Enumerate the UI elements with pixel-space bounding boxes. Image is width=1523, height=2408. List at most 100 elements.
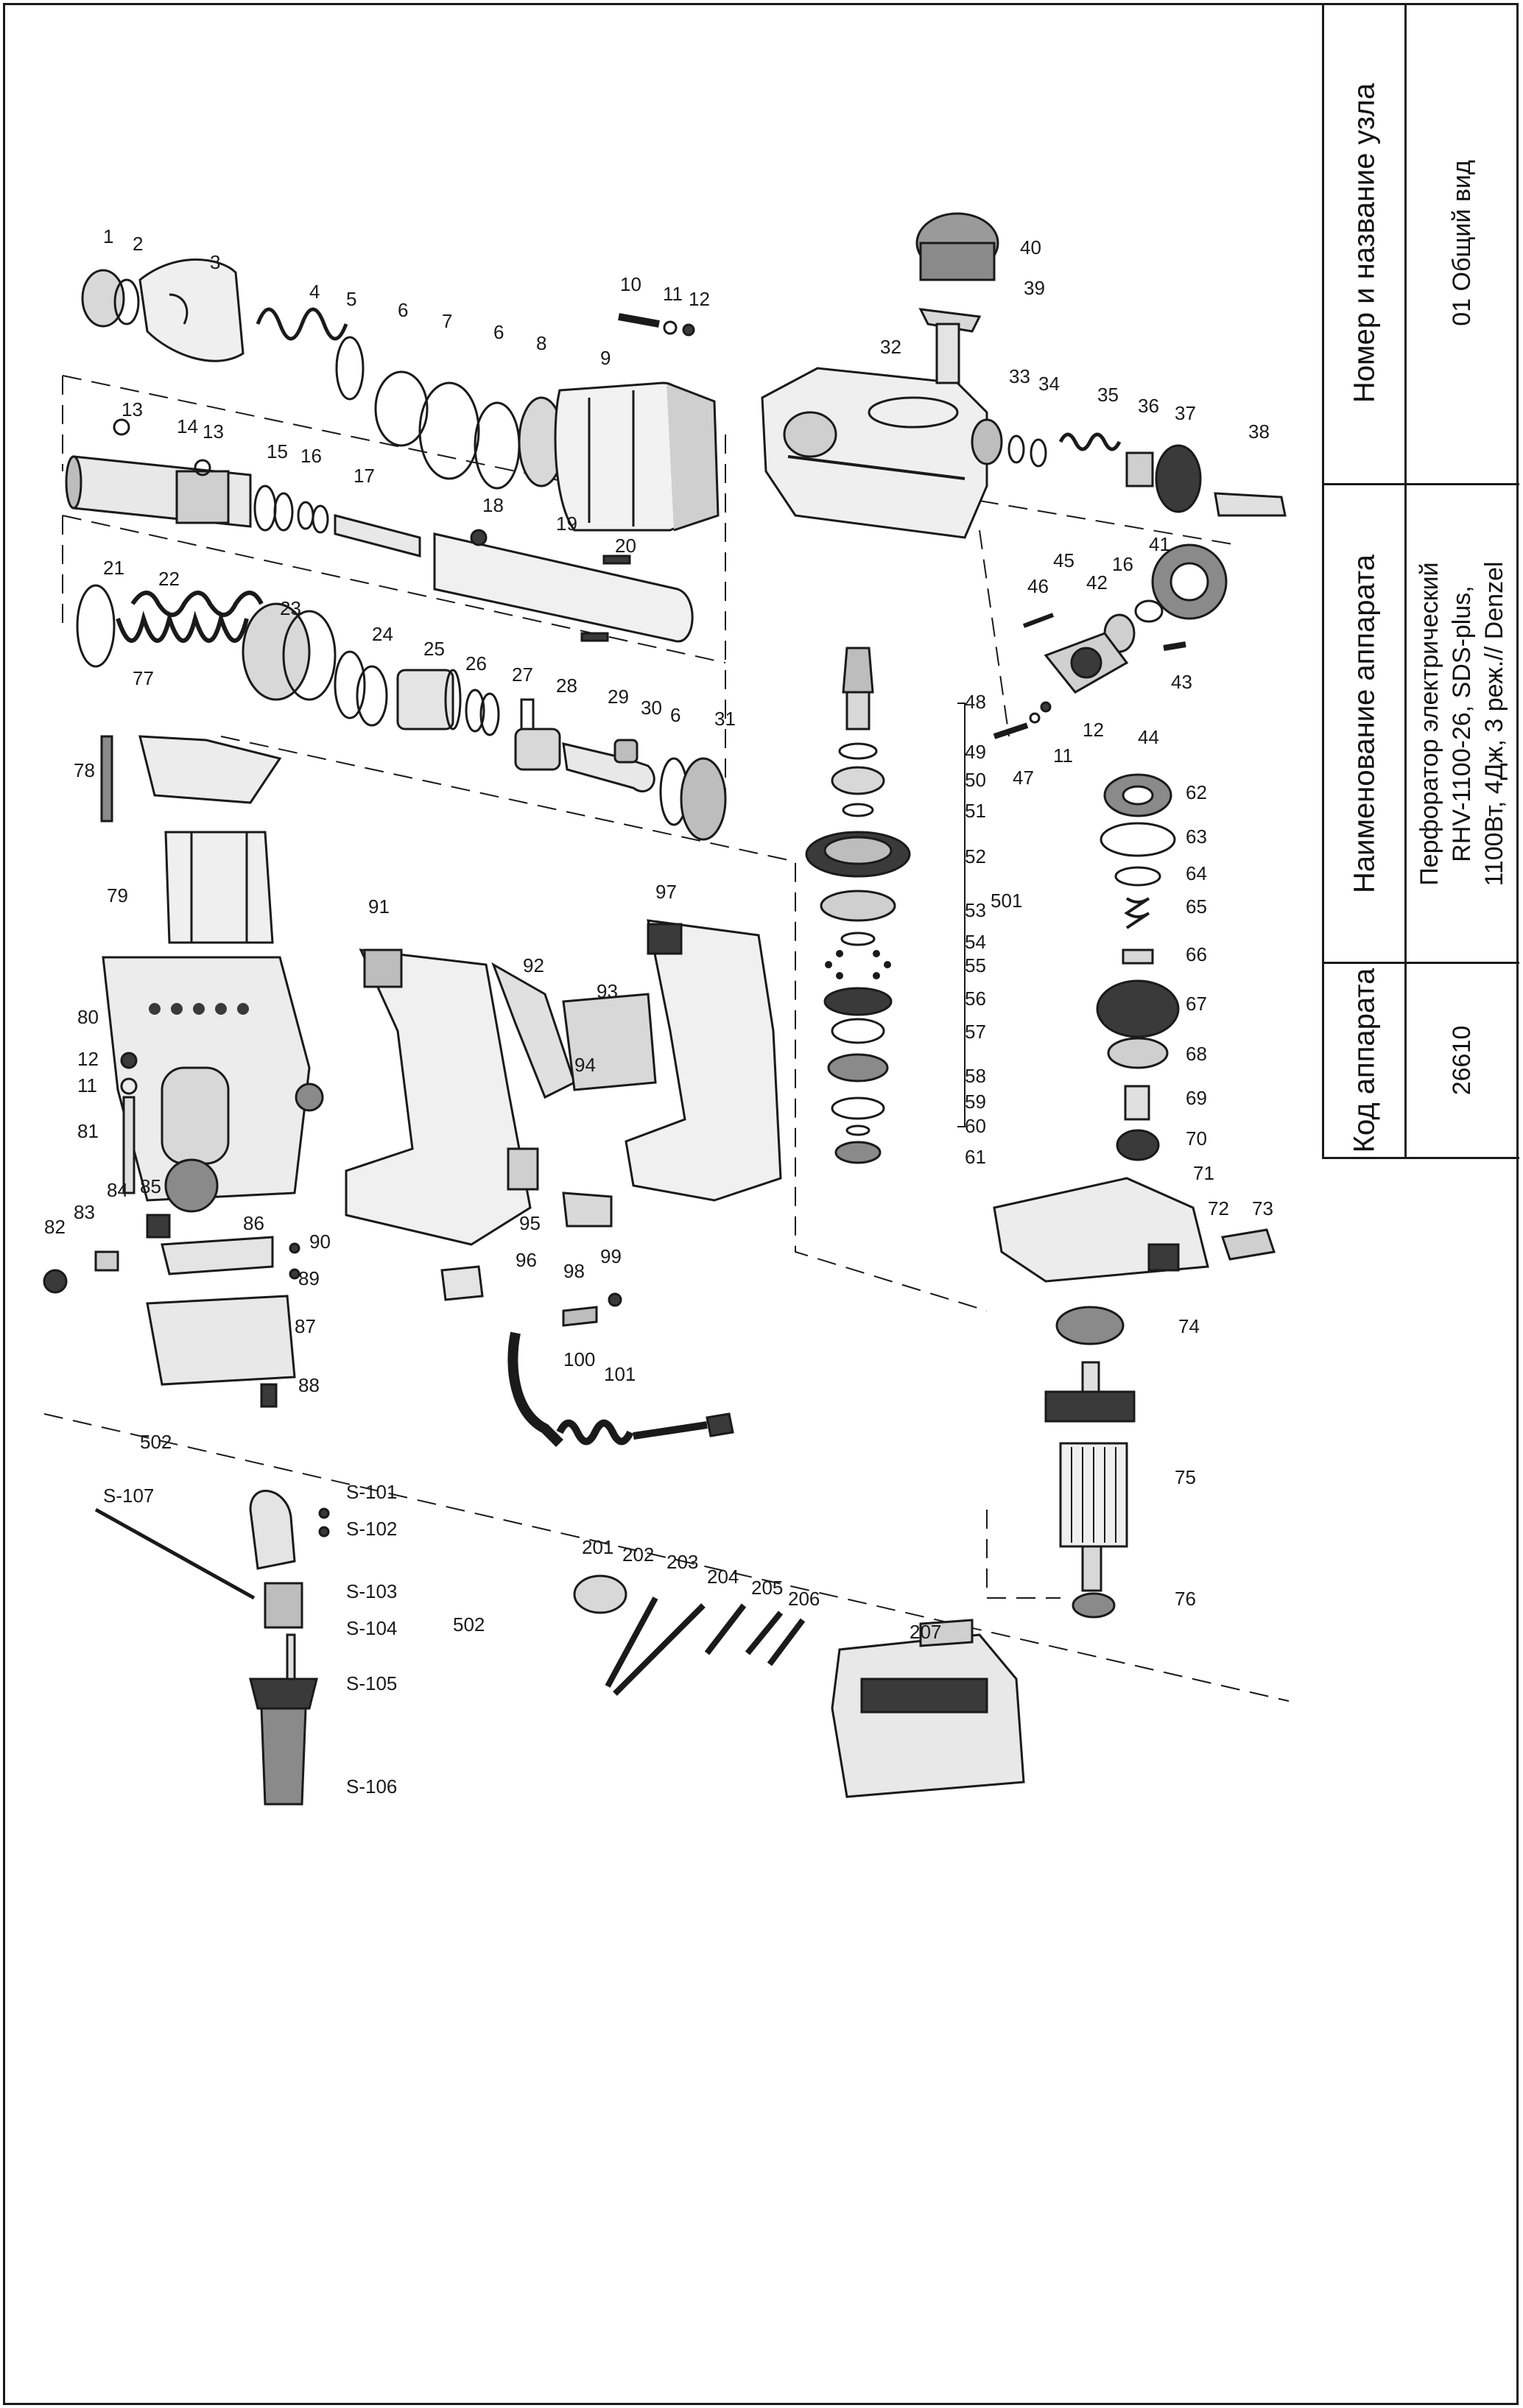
part-label: 94 xyxy=(574,1054,596,1076)
part-label: 37 xyxy=(1175,402,1196,424)
part-label: 49 xyxy=(965,741,986,763)
part-label: 53 xyxy=(965,899,986,921)
part-label: 32 xyxy=(880,336,901,358)
part-label: 38 xyxy=(1248,420,1270,443)
part-label: 101 xyxy=(604,1363,636,1385)
title-block-header-column: Номер и название узла Наименование аппар… xyxy=(1324,3,1407,1157)
part-label: 55 xyxy=(965,954,986,976)
part-label: 69 xyxy=(1186,1087,1207,1109)
part-label: 100 xyxy=(563,1348,595,1370)
part-label: 15 xyxy=(267,440,288,462)
part-label: 74 xyxy=(1178,1315,1200,1337)
part-label: 93 xyxy=(597,980,618,1002)
part-label: 20 xyxy=(615,535,636,557)
part-label: 73 xyxy=(1252,1197,1273,1219)
part-label: 57 xyxy=(965,1021,986,1043)
part-label: 31 xyxy=(714,708,736,730)
part-label: 201 xyxy=(582,1536,613,1558)
part-label: 3 xyxy=(210,251,220,273)
part-label: 63 xyxy=(1186,825,1207,848)
part-label: 56 xyxy=(965,988,986,1010)
name-line-1: Перфоратор электрический xyxy=(1415,561,1443,886)
part-label: 24 xyxy=(372,623,393,645)
part-label: 202 xyxy=(622,1543,654,1566)
spindle-assembly xyxy=(65,418,694,643)
piston-assembly xyxy=(76,584,727,841)
part-label: 16 xyxy=(1112,553,1133,575)
part-label: 89 xyxy=(298,1267,320,1289)
part-label: 80 xyxy=(77,1006,99,1028)
part-label: S-105 xyxy=(346,1672,397,1694)
part-label: 8 xyxy=(536,332,546,354)
part-label: 11 xyxy=(663,283,683,305)
part-label: 43 xyxy=(1171,671,1192,693)
part-label: 68 xyxy=(1186,1043,1207,1065)
part-label: 46 xyxy=(1027,575,1049,597)
part-label: 36 xyxy=(1138,395,1159,417)
part-label: 25 xyxy=(423,638,445,660)
node-value: 01 Общий вид xyxy=(1448,160,1476,326)
part-label: 77 xyxy=(133,667,154,689)
part-label: 30 xyxy=(641,697,662,719)
part-label: 206 xyxy=(788,1588,820,1610)
part-label: 45 xyxy=(1053,549,1074,571)
part-label: 502 xyxy=(140,1431,172,1453)
part-label: 2 xyxy=(133,233,143,255)
part-label: S-101 xyxy=(346,1481,397,1503)
part-label: 75 xyxy=(1175,1466,1196,1488)
part-label: 28 xyxy=(556,675,577,697)
part-label: 6 xyxy=(398,299,408,321)
part-label: 76 xyxy=(1175,1588,1196,1610)
accessories xyxy=(573,1574,1025,1798)
part-label: 12 xyxy=(77,1048,99,1070)
part-label: 14 xyxy=(177,415,198,437)
part-label: 50 xyxy=(965,769,986,791)
part-label: 42 xyxy=(1086,571,1108,594)
part-label: 85 xyxy=(140,1175,161,1197)
part-label: 1 xyxy=(103,225,113,247)
part-label: 88 xyxy=(298,1374,320,1396)
part-label: 203 xyxy=(666,1551,698,1573)
part-label: S-103 xyxy=(346,1580,397,1602)
part-label: 59 xyxy=(965,1091,986,1113)
part-label: 5 xyxy=(346,288,356,310)
part-label: 86 xyxy=(243,1212,264,1234)
part-label: 78 xyxy=(74,759,95,781)
name-line-2: RHV-1100-26, SDS-plus, xyxy=(1448,585,1476,862)
part-label: 4 xyxy=(309,281,320,303)
part-label: 66 xyxy=(1186,943,1207,965)
part-label: 48 xyxy=(965,691,986,713)
part-label: 47 xyxy=(1013,767,1034,789)
part-label: S-102 xyxy=(346,1518,397,1540)
handle-assembly xyxy=(345,919,782,1447)
part-label: 97 xyxy=(655,881,677,903)
part-label: 7 xyxy=(442,310,452,332)
code-header: Код аппарата xyxy=(1348,968,1380,1153)
part-label: 81 xyxy=(77,1120,99,1142)
part-label: 16 xyxy=(300,445,322,467)
part-label: 9 xyxy=(600,347,611,369)
node-header: Номер и название узла xyxy=(1348,82,1380,404)
part-label: 82 xyxy=(44,1216,66,1238)
part-label: 54 xyxy=(965,931,986,953)
name-header: Наименование аппарата xyxy=(1348,554,1380,893)
part-label: 502 xyxy=(453,1613,485,1636)
part-label: 71 xyxy=(1193,1162,1214,1184)
name-line-3: 1100Вт, 4Дж, 3 реж.// Denzel xyxy=(1480,560,1508,887)
part-label: 205 xyxy=(751,1577,783,1599)
side-handle-assembly xyxy=(94,1490,330,1806)
part-label: 99 xyxy=(600,1245,622,1267)
part-label: 87 xyxy=(295,1315,316,1337)
part-label: 95 xyxy=(519,1212,541,1234)
part-label: 12 xyxy=(689,288,710,310)
assembly-label-501: 501 xyxy=(991,890,1022,912)
mode-selector xyxy=(993,543,1228,739)
part-label: 90 xyxy=(309,1231,331,1253)
part-label: 65 xyxy=(1186,895,1207,918)
name-value: Перфоратор электрический RHV-1100-26, SD… xyxy=(1413,561,1510,886)
part-label: 33 xyxy=(1009,365,1030,387)
gear-shaft-stack xyxy=(805,647,965,1164)
part-label: 98 xyxy=(563,1260,585,1282)
part-label: 207 xyxy=(910,1621,941,1643)
